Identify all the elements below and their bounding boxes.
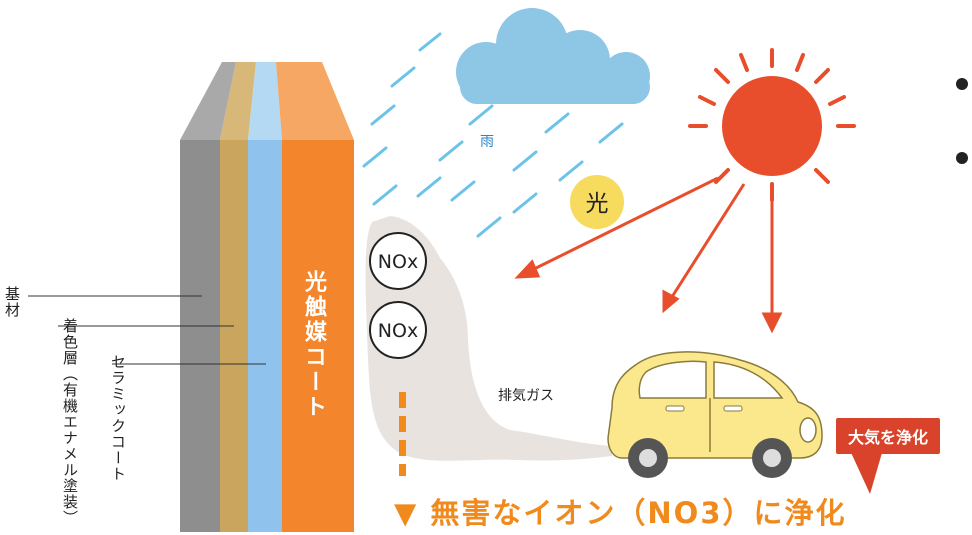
bullet-dot-2 [956, 152, 968, 164]
photocatalyst-layer [282, 140, 354, 532]
color-layer [220, 140, 248, 532]
nox-circle-1 [369, 232, 427, 290]
nox-circle-2 [369, 301, 427, 359]
rain-label: 雨 [480, 134, 494, 150]
nox-label-1: NOx [378, 251, 418, 273]
substrate-layer [180, 140, 220, 532]
ceramic-top [248, 62, 282, 140]
ceramic-layer [248, 140, 282, 532]
photocatalyst-top [276, 62, 354, 140]
badge-pointer [848, 446, 884, 494]
light-rays [514, 176, 783, 334]
nox-label-2: NOx [378, 320, 418, 342]
coating-layers [180, 62, 354, 532]
sun-icon [688, 48, 856, 202]
photocatalyst-label: 光触媒コート [301, 270, 326, 420]
light-label: 光 [586, 191, 609, 217]
color-layer-top [220, 62, 256, 140]
purify-air-badge: 大気を浄化 [836, 418, 941, 454]
substrate-label: 基材 [3, 286, 21, 318]
arrow-down-icon [399, 392, 406, 476]
color-layer-label: 着色層（有機エナメル塗装） [61, 318, 79, 526]
exhaust-label: 排気ガス [498, 388, 554, 404]
substrate-top [180, 62, 236, 140]
ceramic-label: セラミックコート [109, 354, 127, 482]
exhaust-plume [365, 216, 612, 461]
car-icon [607, 351, 823, 478]
cloud-icon [456, 8, 650, 104]
light-badge [570, 175, 624, 229]
result-banner: ▼ 無害なイオン（NO3）に浄化 [394, 496, 847, 530]
bullet-dot-1 [956, 78, 968, 90]
